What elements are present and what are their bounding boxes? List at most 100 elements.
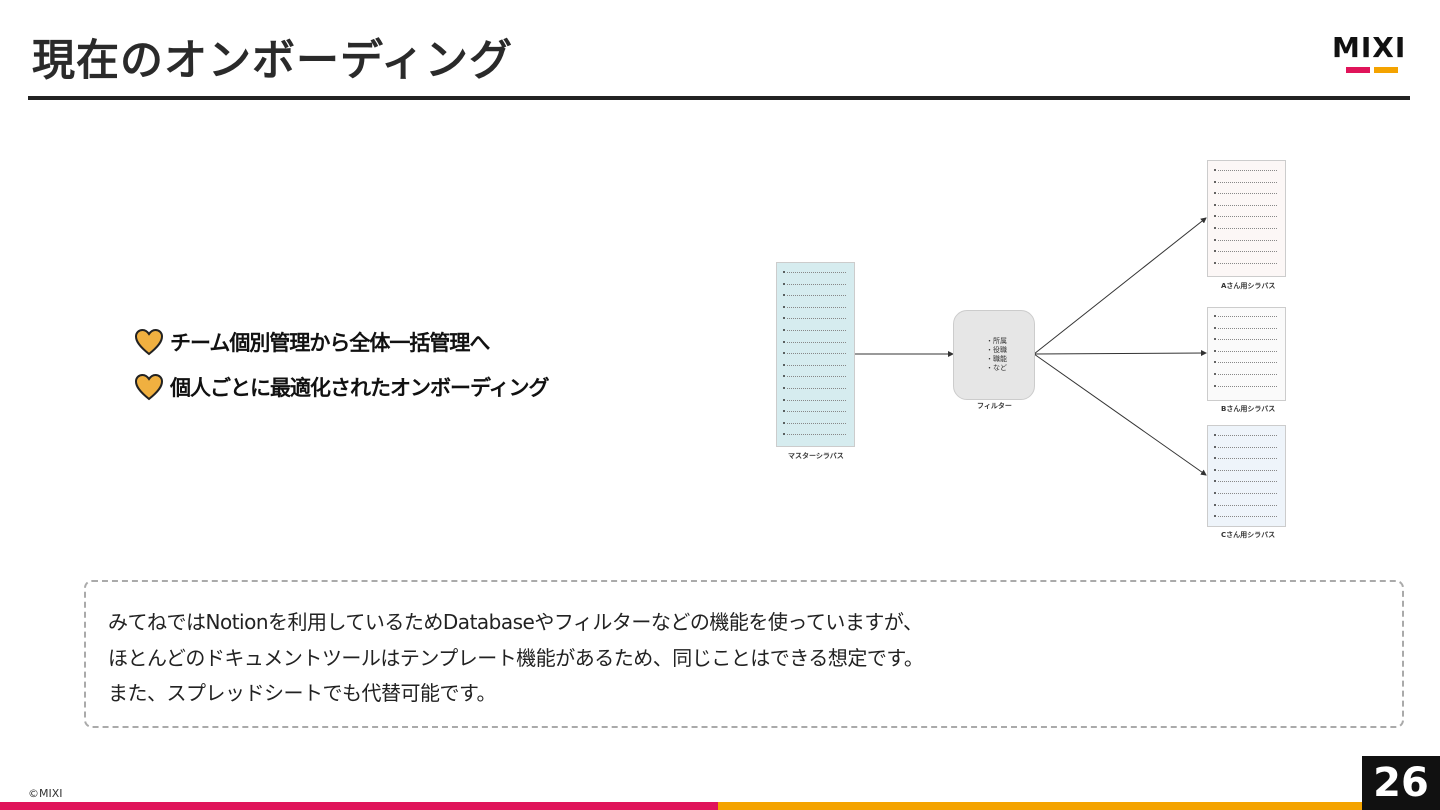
doc-bullet-dot bbox=[1214, 227, 1216, 229]
doc-line bbox=[783, 398, 846, 401]
logo-pink-bar bbox=[1346, 67, 1370, 73]
doc-line bbox=[783, 305, 846, 308]
doc-line bbox=[783, 352, 846, 355]
doc-line bbox=[1214, 338, 1277, 341]
doc-bullet-dot bbox=[1214, 261, 1216, 264]
doc-bullet-dot bbox=[783, 282, 785, 285]
logo-text: MIXI bbox=[1332, 31, 1407, 64]
bullet-list: チーム個別管理から全体一括管理へ 個人ごとに最適化されたオンボーディング bbox=[134, 326, 550, 416]
b-syllabus-label: Bさん用シラバス bbox=[1221, 405, 1276, 413]
doc-line bbox=[1214, 503, 1277, 506]
doc-line bbox=[1214, 180, 1277, 183]
doc-line bbox=[1214, 215, 1277, 218]
doc-line bbox=[1214, 373, 1277, 375]
doc-bullet-dot bbox=[783, 352, 785, 355]
copyright: ©MIXI bbox=[28, 787, 63, 800]
note-line: みてねではNotionを利用しているためDatabaseやフィルターなどの機能を… bbox=[108, 610, 923, 634]
doc-bullet-dot bbox=[1214, 361, 1216, 364]
doc-line bbox=[1214, 250, 1277, 253]
doc-line bbox=[1214, 457, 1277, 460]
doc-line bbox=[1214, 315, 1277, 317]
doc-bullet-dot bbox=[783, 329, 785, 331]
doc-line bbox=[1214, 227, 1277, 229]
doc-line bbox=[783, 282, 846, 285]
doc-line bbox=[1214, 384, 1277, 387]
filter-item: ・など bbox=[986, 364, 1007, 372]
doc-line bbox=[783, 410, 846, 413]
doc-bullet-dot bbox=[1214, 203, 1216, 206]
arrow-filter-to-a bbox=[1033, 217, 1207, 355]
b-syllabus-doc bbox=[1207, 307, 1286, 401]
doc-line bbox=[783, 433, 846, 436]
bullet-text: 個人ごとに最適化されたオンボーディング bbox=[170, 376, 550, 400]
yellow-heart-icon bbox=[134, 373, 164, 401]
doc-bullet-dot bbox=[1214, 250, 1216, 253]
filter-item: ・職能 bbox=[986, 355, 1007, 363]
footer-orange-bar bbox=[718, 802, 1440, 810]
doc-bullet-dot bbox=[1214, 192, 1216, 195]
doc-line bbox=[1214, 203, 1277, 206]
doc-line bbox=[1214, 515, 1277, 518]
page-number: 26 bbox=[1362, 756, 1440, 810]
logo-orange-bar bbox=[1374, 67, 1398, 73]
doc-line bbox=[1214, 480, 1277, 483]
bullet-item: チーム個別管理から全体一括管理へ bbox=[134, 326, 549, 358]
doc-bullet-dot bbox=[1214, 515, 1216, 518]
doc-line bbox=[1214, 445, 1277, 448]
doc-line bbox=[1214, 326, 1277, 329]
doc-bullet-dot bbox=[783, 317, 785, 320]
doc-bullet-dot bbox=[1214, 503, 1216, 506]
doc-bullet-dot bbox=[783, 398, 785, 401]
doc-bullet-dot bbox=[1214, 492, 1216, 494]
a-syllabus-doc bbox=[1207, 160, 1286, 277]
note-line: また、スプレッドシートでも代替可能です。 bbox=[108, 681, 497, 705]
master-syllabus-doc bbox=[776, 262, 855, 447]
filter-box: ・所属 ・役職 ・職能 ・など bbox=[953, 310, 1035, 400]
arrow-filter-to-b bbox=[1033, 350, 1207, 357]
doc-bullet-dot bbox=[1214, 480, 1216, 483]
title-divider bbox=[28, 96, 1410, 100]
doc-bullet-dot bbox=[1214, 315, 1216, 317]
doc-bullet-dot bbox=[783, 375, 785, 378]
doc-bullet-dot bbox=[1214, 169, 1216, 171]
doc-line bbox=[1214, 492, 1277, 494]
doc-line bbox=[1214, 238, 1277, 241]
a-syllabus-label: Aさん用シラバス bbox=[1221, 282, 1276, 290]
arrow-filter-to-c bbox=[1033, 353, 1207, 476]
filter-criteria: ・所属 ・役職 ・職能 ・など bbox=[986, 337, 1007, 373]
doc-bullet-dot bbox=[1214, 373, 1216, 375]
doc-bullet-dot bbox=[783, 387, 785, 389]
note-box: みてねではNotionを利用しているためDatabaseやフィルターなどの機能を… bbox=[84, 580, 1404, 728]
doc-line bbox=[783, 294, 846, 297]
doc-line bbox=[1214, 468, 1277, 471]
doc-bullet-dot bbox=[783, 305, 785, 308]
doc-bullet-dot bbox=[783, 410, 785, 413]
doc-bullet-dot bbox=[783, 433, 785, 436]
doc-bullet-dot bbox=[1214, 434, 1216, 436]
doc-line bbox=[783, 329, 846, 331]
doc-bullet-dot bbox=[783, 340, 785, 343]
diagram-arrows bbox=[854, 217, 1207, 476]
syllabus-flow-diagram: マスターシラバス ・所属 ・役職 ・職能 ・など フィルター Aさん用シラバス … bbox=[770, 150, 1310, 550]
doc-bullet-dot bbox=[1214, 349, 1216, 352]
slide-title: 現在のオンボーディング bbox=[32, 36, 513, 86]
doc-bullet-dot bbox=[1214, 326, 1216, 329]
doc-bullet-dot bbox=[1214, 215, 1216, 218]
doc-bullet-dot bbox=[783, 421, 785, 424]
doc-bullet-dot bbox=[1214, 180, 1216, 183]
filter-label: フィルター bbox=[977, 402, 1012, 410]
doc-line bbox=[783, 375, 846, 378]
mixi-logo: MIXI bbox=[1332, 34, 1412, 76]
bullet-item: 個人ごとに最適化されたオンボーディング bbox=[134, 371, 550, 403]
footer-pink-bar bbox=[0, 802, 718, 810]
doc-line bbox=[1214, 261, 1277, 264]
doc-line bbox=[1214, 349, 1277, 352]
filter-item: ・所属 bbox=[986, 337, 1007, 345]
doc-bullet-dot bbox=[1214, 445, 1216, 448]
doc-line bbox=[1214, 192, 1277, 195]
doc-bullet-dot bbox=[783, 363, 785, 366]
doc-line bbox=[783, 271, 846, 273]
doc-line bbox=[1214, 361, 1277, 364]
doc-bullet-dot bbox=[1214, 468, 1216, 471]
doc-bullet-dot bbox=[1214, 457, 1216, 460]
